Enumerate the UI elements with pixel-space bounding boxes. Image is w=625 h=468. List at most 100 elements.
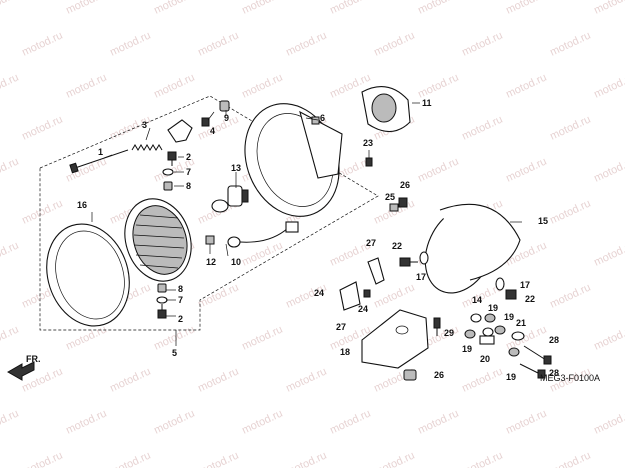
watermark-text: motod.ru — [0, 407, 21, 436]
part-19-nut-b — [494, 325, 506, 335]
part-24-clamp-left — [339, 281, 361, 311]
part-12-clip — [205, 235, 215, 245]
watermark-text: motod.ru — [240, 407, 284, 436]
assembly-boundary — [39, 95, 379, 331]
part-18-bracket — [361, 309, 429, 369]
callout-23: 23 — [363, 138, 373, 148]
watermark-text: motod.ru — [504, 407, 548, 436]
part-29-bolt-left — [433, 317, 441, 336]
watermark-text: motod.ru — [20, 113, 64, 142]
callout-9: 9 — [224, 113, 229, 123]
part-bracket-upper — [167, 119, 193, 143]
watermark-text: motod.ru — [0, 71, 21, 100]
catalog-code: MEG3-F0100A — [540, 373, 600, 383]
callout-13: 13 — [231, 163, 241, 173]
leader-lines — [91, 102, 522, 346]
watermark-text: motod.ru — [416, 407, 460, 436]
callout-8: 8 — [186, 181, 191, 191]
watermark-text: motod.ru — [0, 0, 21, 17]
callout-19: 19 — [488, 303, 498, 313]
callout-17: 17 — [520, 280, 530, 290]
callout-4: 4 — [210, 126, 215, 136]
watermark-text: motod.ru — [284, 29, 328, 58]
part-16-rim — [46, 223, 130, 327]
watermark-text: motod.ru — [592, 155, 625, 184]
part-3-spring — [131, 144, 163, 151]
watermark-text: motod.ru — [64, 155, 108, 184]
part-14-washer — [470, 313, 482, 323]
callout-7: 7 — [186, 167, 191, 177]
watermark-text: motod.ru — [152, 71, 196, 100]
part-8-nut-upper — [163, 181, 173, 191]
watermark-text: motod.ru — [108, 365, 152, 394]
front-direction-arrow — [6, 361, 35, 381]
watermark-text: motod.ru — [20, 197, 64, 226]
part-1-bolt — [69, 149, 129, 174]
watermark-text: motod.ru — [460, 29, 504, 58]
watermark-text: motod.ru — [504, 0, 548, 17]
callout-21: 21 — [516, 318, 526, 328]
watermark-text: motod.ru — [548, 449, 592, 468]
part-28-bolt-upper — [523, 345, 552, 365]
watermark-text: motod.ru — [196, 281, 240, 310]
part-6-case — [244, 103, 343, 217]
callout-14: 14 — [472, 295, 482, 305]
callout-1: 1 — [98, 147, 103, 157]
watermark-text: motod.ru — [152, 0, 196, 17]
callout-8: 8 — [178, 284, 183, 294]
callout-5: 5 — [172, 348, 177, 358]
watermark-text: motod.ru — [20, 449, 64, 468]
watermark-text: motod.ru — [548, 113, 592, 142]
watermark-text: motod.ru — [240, 323, 284, 352]
part-20-collar — [479, 335, 495, 345]
callout-10: 10 — [231, 257, 241, 267]
part-23-bolt — [365, 157, 373, 167]
watermark-text: motod.ru — [284, 365, 328, 394]
watermark-text: motod.ru — [0, 155, 21, 184]
part-29-bolt-right — [482, 327, 494, 337]
watermark-text: motod.ru — [548, 281, 592, 310]
watermark-text: motod.ru — [64, 0, 108, 17]
watermark-text: motod.ru — [460, 113, 504, 142]
watermark-text: motod.ru — [372, 29, 416, 58]
part-28-bolt-lower — [519, 363, 546, 379]
watermark-text: motod.ru — [592, 407, 625, 436]
callout-22: 22 — [525, 294, 535, 304]
callout-19: 19 — [462, 344, 472, 354]
part-15-bowl — [424, 203, 521, 294]
callout-25: 25 — [385, 192, 395, 202]
watermark-text: motod.ru — [108, 449, 152, 468]
callout-18: 18 — [340, 347, 350, 357]
part-2-screw-lower — [157, 304, 167, 319]
watermark-text: motod.ru — [284, 449, 328, 468]
watermark-text: motod.ru — [196, 449, 240, 468]
callout-6: 6 — [320, 113, 325, 123]
watermark-text: motod.ru — [372, 281, 416, 310]
part-9-nut — [219, 100, 230, 112]
watermark-text: motod.ru — [504, 155, 548, 184]
callout-19: 19 — [506, 372, 516, 382]
part-22-bolt-right — [505, 289, 517, 300]
watermark-text: motod.ru — [0, 239, 21, 268]
watermark-text: motod.ru — [152, 407, 196, 436]
watermark-text: motod.ru — [460, 449, 504, 468]
callout-15: 15 — [538, 216, 548, 226]
callout-11: 11 — [422, 98, 432, 108]
callout-26: 26 — [434, 370, 444, 380]
watermark-text: motod.ru — [416, 0, 460, 17]
part-17-washer-left — [419, 251, 429, 265]
callout-28: 28 — [549, 368, 559, 378]
watermark-text: motod.ru — [592, 239, 625, 268]
callout-3: 3 — [142, 120, 147, 130]
part-11-cover — [361, 86, 411, 133]
watermark-text: motod.ru — [416, 71, 460, 100]
callout-24: 24 — [314, 288, 324, 298]
callout-2: 2 — [178, 314, 183, 324]
watermark-text: motod.ru — [592, 0, 625, 17]
watermark-text: motod.ru — [592, 71, 625, 100]
callout-28: 28 — [549, 335, 559, 345]
callout-24: 24 — [358, 304, 368, 314]
watermark-text: motod.ru — [328, 0, 372, 17]
